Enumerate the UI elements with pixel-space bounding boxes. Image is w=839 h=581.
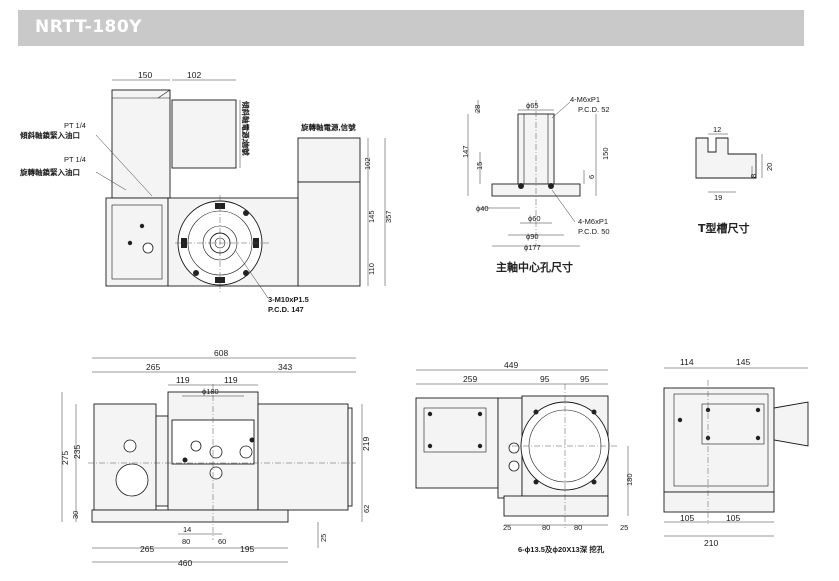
dim-180: 180 xyxy=(625,473,634,486)
dim-275: 275 xyxy=(60,451,70,465)
label-bolts: 6-ϕ13.5及ϕ20X13深 挖孔 xyxy=(518,544,605,554)
top-view: 150 102 146 102 145 110 357 PT 1/4 傾斜軸鎖緊… xyxy=(19,70,393,314)
dim-phi177: ϕ177 xyxy=(524,243,541,252)
dim-phi40: ϕ40 xyxy=(476,204,489,213)
dim-25-front: 25 xyxy=(319,534,328,542)
dim-phi65: ϕ65 xyxy=(526,101,539,110)
dim-265: 265 xyxy=(146,362,160,372)
dim-449: 449 xyxy=(504,360,518,370)
label-pcd52: P.C.D. 52 xyxy=(578,105,610,114)
dim-145-end: 145 xyxy=(736,357,750,367)
title-bar: NRTT-180Y xyxy=(18,10,804,46)
dim-25a: 25 xyxy=(503,523,511,532)
dim-62: 62 xyxy=(362,505,371,513)
front-left-flange xyxy=(155,415,169,507)
dim-146: 146 xyxy=(241,138,250,151)
label-pcd147: P.C.D. 147 xyxy=(268,305,304,314)
dim-phi90: ϕ90 xyxy=(526,232,539,241)
dim-147: 147 xyxy=(461,145,470,158)
dim-235: 235 xyxy=(72,445,82,459)
dim-145: 145 xyxy=(367,210,376,223)
dim-80b: 80 xyxy=(574,523,582,532)
rotary-motor xyxy=(297,137,361,183)
label-rotary-motor: 旋轉軸電源,信號 xyxy=(300,122,356,132)
dim-12: 12 xyxy=(713,125,721,134)
dim-25b: 25 xyxy=(620,523,628,532)
dim-195: 195 xyxy=(240,544,254,554)
dim-6: 6 xyxy=(587,175,596,179)
dim-259: 259 xyxy=(463,374,477,384)
dim-80a: 80 xyxy=(542,523,550,532)
page-title: NRTT-180Y xyxy=(35,17,142,37)
dim-265-bottom: 265 xyxy=(140,544,154,554)
label-pt1: PT 1/4 xyxy=(64,121,86,130)
label-m6-bottom: 4-M6xP1 xyxy=(578,217,608,226)
end-motor-stub xyxy=(773,401,809,447)
front-base xyxy=(91,509,289,523)
dim-28: 28 xyxy=(473,105,482,113)
label-rot-oil: 旋轉軸鎖緊入油口 xyxy=(19,167,80,177)
label-pcd50: P.C.D. 50 xyxy=(578,227,610,236)
dim-119a: 119 xyxy=(176,375,190,385)
tilt-motor-cover xyxy=(171,99,237,169)
dim-119b: 119 xyxy=(224,375,238,385)
dim-80: 80 xyxy=(182,537,190,546)
dim-14: 14 xyxy=(183,525,191,534)
dim-105b: 105 xyxy=(726,513,740,523)
dim-phi60: ϕ60 xyxy=(528,214,541,223)
front-port xyxy=(115,463,149,497)
dim-110: 110 xyxy=(367,263,376,275)
rotary-housing xyxy=(297,181,361,287)
dim-150-spindle: 150 xyxy=(601,147,610,160)
dim-20: 20 xyxy=(765,163,774,171)
dim-95b: 95 xyxy=(580,374,590,384)
label-tilt-motor: 傾斜軸電源,信號 xyxy=(241,100,251,156)
label-m6-top: 4-M6xP1 xyxy=(570,95,600,104)
dim-phi180: ϕ180 xyxy=(202,387,219,396)
side-view: 449 259 95 95 180 25 80 80 25 6-ϕ13.5及ϕ2… xyxy=(415,360,634,554)
dim-210: 210 xyxy=(704,538,718,548)
dim-60: 60 xyxy=(218,537,226,546)
tslot-profile xyxy=(695,137,757,179)
front-view: 608 265 343 119 119 ϕ180 275 235 30 219 … xyxy=(60,348,371,568)
end-view: 114 145 105 105 210 xyxy=(663,357,809,548)
dim-8: 8 xyxy=(749,174,758,178)
tslot-view: 12 20 8 19 T型槽尺寸 xyxy=(695,125,774,235)
dim-219: 219 xyxy=(361,437,371,451)
label-m10: 3-M10xP1.5 xyxy=(268,295,309,304)
dim-102-side: 102 xyxy=(363,157,372,170)
end-base xyxy=(663,491,775,513)
label-pt2: PT 1/4 xyxy=(64,155,86,164)
dim-114: 114 xyxy=(680,357,694,367)
dim-150: 150 xyxy=(138,70,152,80)
trunnion-left xyxy=(105,197,169,287)
dim-105a: 105 xyxy=(680,513,694,523)
dim-19: 19 xyxy=(714,193,722,202)
dim-30: 30 xyxy=(71,511,80,519)
dim-102: 102 xyxy=(187,70,201,80)
spindle-bore-view: ϕ65 28 147 15 150 6 ϕ40 ϕ60 ϕ90 ϕ177 4-M… xyxy=(461,95,610,274)
front-right-motor xyxy=(257,403,349,511)
label-tilt-oil: 傾斜軸鎖緊入油口 xyxy=(19,130,80,140)
dim-460: 460 xyxy=(178,558,192,568)
dim-608: 608 xyxy=(214,348,228,358)
dim-95a: 95 xyxy=(540,374,550,384)
side-base xyxy=(503,495,609,517)
dim-357: 357 xyxy=(384,210,393,223)
tilt-motor-body xyxy=(111,89,171,199)
dim-343: 343 xyxy=(278,362,292,372)
end-housing xyxy=(663,387,775,493)
spindle-caption: 主軸中心孔尺寸 xyxy=(496,260,573,274)
dim-15: 15 xyxy=(475,162,484,170)
tslot-caption: T型槽尺寸 xyxy=(698,221,750,235)
